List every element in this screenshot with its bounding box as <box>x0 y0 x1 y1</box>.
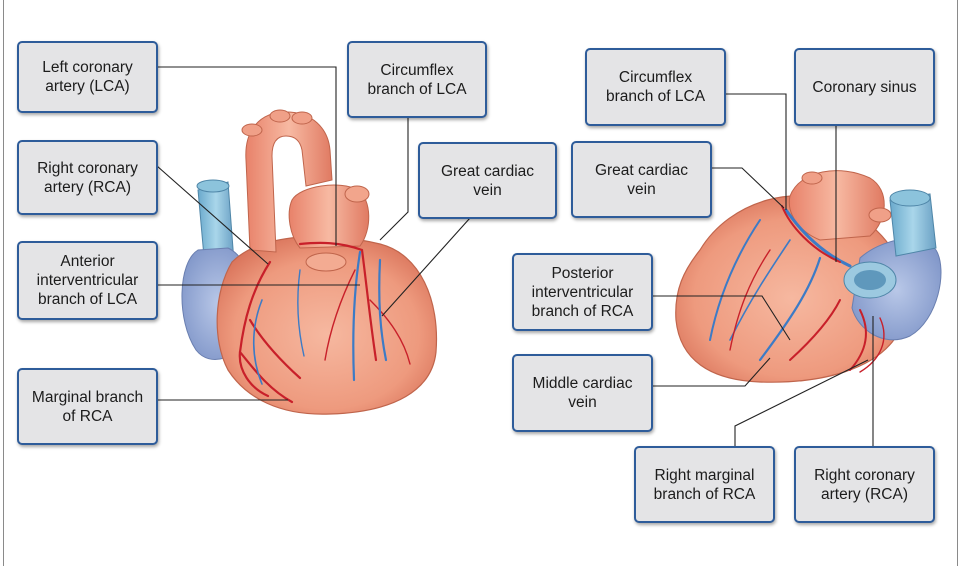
label-anterior-interventricular: Anterior interventricular branch of LCA <box>17 241 158 320</box>
leader-rca-ant <box>156 165 269 265</box>
label-coronary-sinus: Coronary sinus <box>794 48 935 126</box>
posterior-veins <box>709 208 852 362</box>
label-right-coronary-artery-anterior: Right coronary artery (RCA) <box>17 140 158 215</box>
label-right-coronary-artery-posterior: Right coronary artery (RCA) <box>794 446 935 523</box>
leader-middle-cardiac <box>652 357 771 387</box>
label-circumflex-anterior: Circumflex branch of LCA <box>347 41 487 118</box>
anterior-veins <box>252 250 388 385</box>
label-great-cardiac-vein-anterior: Great cardiac vein <box>418 142 557 219</box>
label-middle-cardiac-vein: Middle cardiac vein <box>512 354 653 432</box>
pulmonary-trunk <box>288 184 370 249</box>
figure-frame <box>3 0 958 566</box>
anterior-heart <box>181 109 438 415</box>
leader-lca <box>157 66 337 246</box>
label-right-marginal-branch: Right marginal branch of RCA <box>634 446 775 523</box>
leader-circumflex-post <box>725 93 787 210</box>
leader-circumflex-ant <box>379 117 409 241</box>
posterior-heart <box>675 170 942 383</box>
label-marginal-branch-rca: Marginal branch of RCA <box>17 368 158 445</box>
label-great-cardiac-vein-posterior: Great cardiac vein <box>571 141 712 218</box>
leader-great-cardiac-post <box>711 167 785 209</box>
leader-posterior-interventricular <box>652 295 791 341</box>
label-left-coronary-artery: Left coronary artery (LCA) <box>17 41 158 113</box>
label-circumflex-posterior: Circumflex branch of LCA <box>585 48 726 126</box>
leader-great-cardiac-ant <box>381 217 471 317</box>
posterior-arteries <box>729 205 885 373</box>
label-posterior-interventricular: Posterior interventricular branch of RCA <box>512 253 653 331</box>
leader-right-marginal <box>734 359 869 448</box>
leader-lines <box>156 66 874 448</box>
aorta <box>245 111 333 253</box>
